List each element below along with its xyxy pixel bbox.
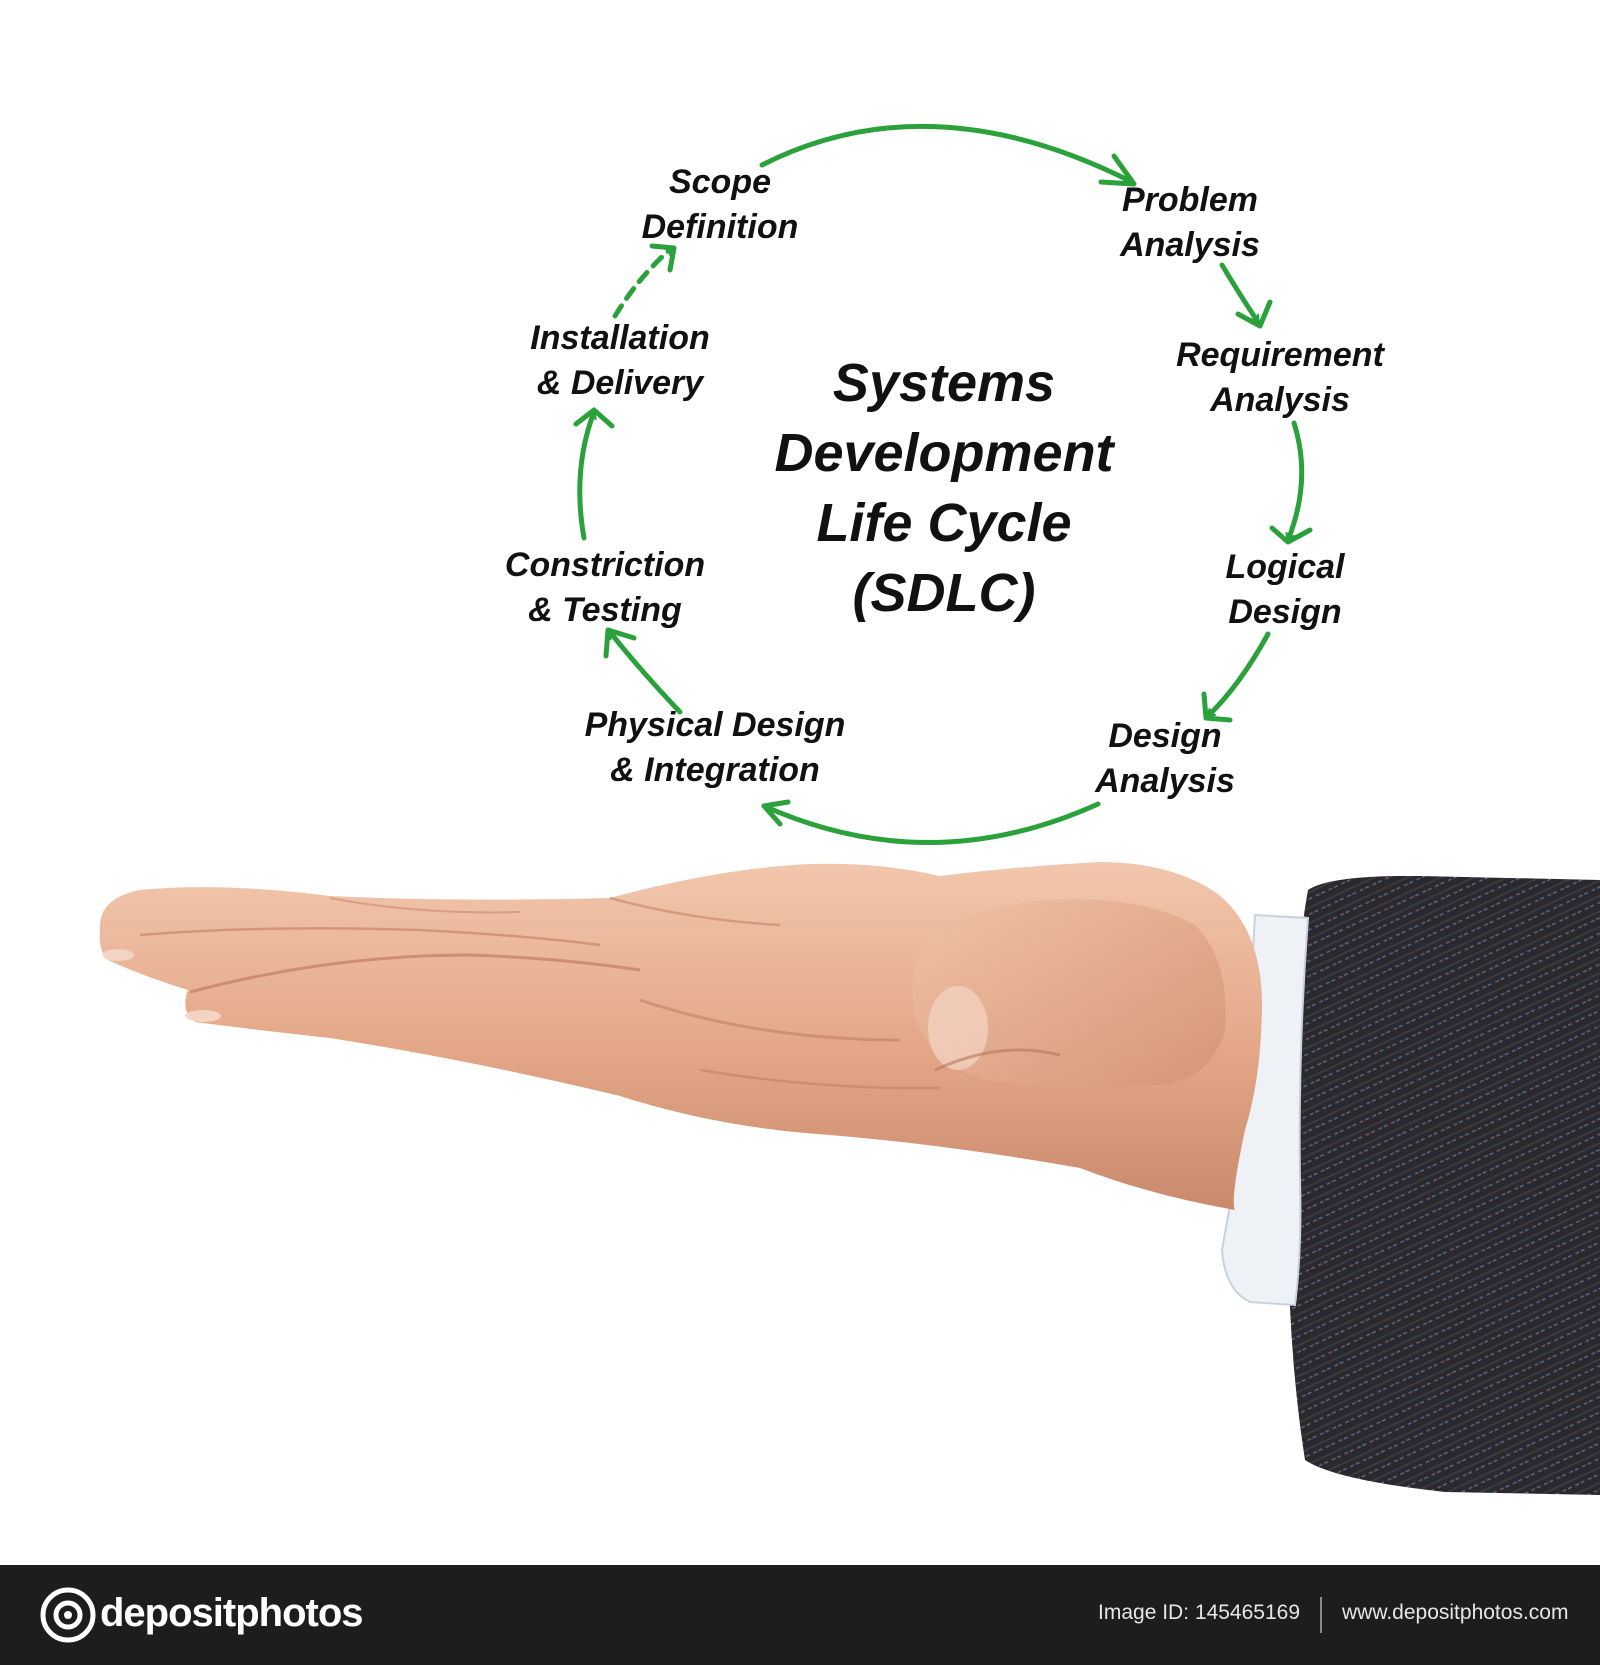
stage-label-line: Constriction (504, 546, 706, 584)
stage-label-line: Problem (1121, 181, 1259, 219)
arrowhead-logical (1269, 525, 1313, 545)
arrow-requirement-to-logical (1288, 420, 1305, 543)
stage-installation-delivery: Installation & Delivery (505, 316, 735, 406)
thumb (912, 899, 1226, 1087)
arrowhead-problem (1098, 153, 1137, 187)
stage-scope-definition: Scope Definition (605, 160, 835, 250)
arrowhead-construction (603, 627, 637, 659)
site-url-link[interactable]: www.depositphotos.com (1342, 1601, 1569, 1624)
stage-label-line: Design (1108, 717, 1222, 755)
stage-design-analysis: Design Analysis (1070, 714, 1260, 804)
brand-logo: depositphotos (100, 1591, 364, 1635)
title-line: Systems (832, 353, 1056, 413)
hand-illustration (99, 862, 1600, 1495)
stage-label-line: Scope (668, 163, 772, 201)
arrow-design-analysis-to-physical (761, 801, 1101, 845)
cycle-arrows (573, 123, 1313, 845)
diagram-title: Systems Development Life Cycle (SDLC) (700, 348, 1188, 628)
title-line: Life Cycle (816, 493, 1072, 553)
stage-label-line: Logical (1225, 548, 1345, 586)
stage-label-line: Analysis (1210, 381, 1350, 419)
arrow-logical-to-design-analysis (1205, 631, 1271, 719)
camera-logo-icon (40, 1587, 96, 1643)
arrowhead-scope (649, 243, 677, 273)
stage-construction-testing: Constriction & Testing (490, 543, 720, 633)
stage-requirement-analysis: Requirement Analysis (1150, 333, 1410, 423)
stage-problem-analysis: Problem Analysis (1085, 178, 1295, 268)
photo-stage: Systems Development Life Cycle (SDLC) Sc… (99, 123, 1600, 1495)
arrow-scope-to-problem (759, 123, 1135, 185)
stage-label-line: Analysis (1095, 762, 1235, 800)
arrow-construction-to-installation (577, 409, 594, 541)
title-line: (SDLC) (852, 563, 1036, 623)
arrowhead-design-analysis (1201, 691, 1233, 723)
watermark-footer: depositphotos Image ID: 145465169 www.de… (0, 1565, 1600, 1665)
stage-label-line: Design (1228, 593, 1342, 631)
arrowhead-physical (761, 799, 791, 827)
stage-label-line: & Delivery (536, 364, 704, 402)
arrow-physical-to-construction (607, 629, 683, 715)
footer-divider (1320, 1597, 1322, 1633)
stage-physical-design: Physical Design & Integration (565, 703, 865, 793)
stage-label-line: Analysis (1120, 226, 1260, 264)
stage-label-line: & Integration (610, 751, 820, 789)
stage-label-line: Requirement (1176, 336, 1384, 374)
stage-label-line: Definition (641, 208, 799, 246)
arrowhead-requirement (1235, 299, 1273, 329)
stage-logical-design: Logical Design (1195, 545, 1375, 635)
stage-label-line: Physical Design (584, 706, 846, 744)
image-id-text: Image ID: 145465169 (1098, 1601, 1300, 1624)
arrowhead-installation (573, 407, 615, 429)
stage-label-line: & Testing (528, 591, 682, 629)
arrow-problem-to-requirement (1219, 262, 1261, 325)
title-line: Development (774, 423, 1114, 483)
suit-sleeve (1288, 875, 1600, 1495)
arrow-installation-to-scope (612, 245, 675, 319)
stage-label-line: Installation (530, 319, 710, 357)
